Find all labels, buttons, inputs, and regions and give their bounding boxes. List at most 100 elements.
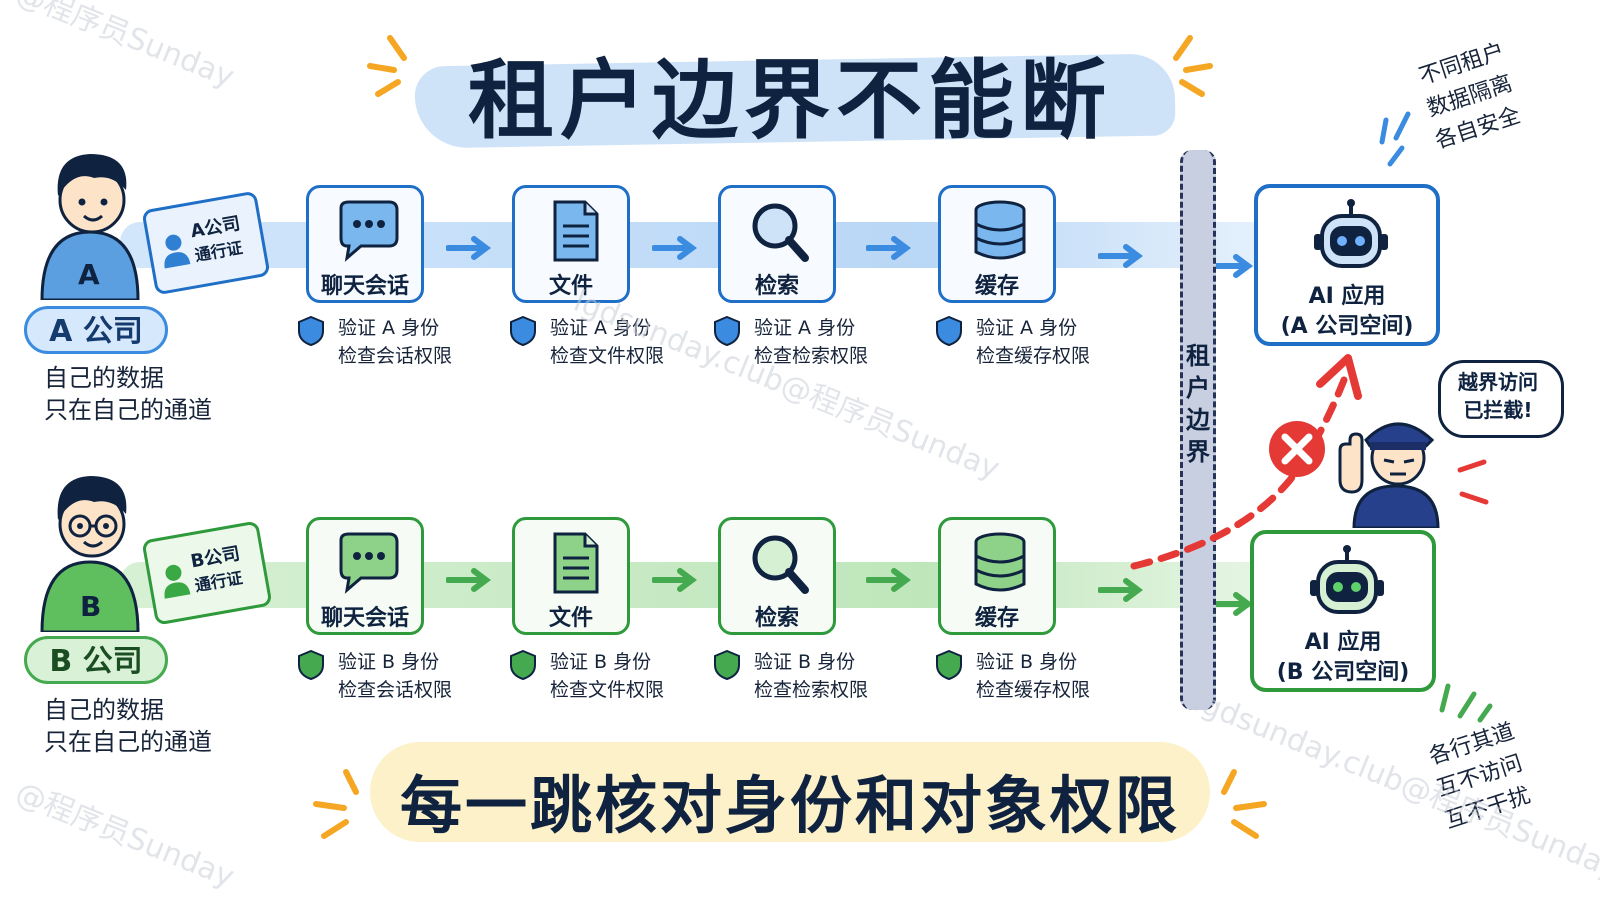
company-tag-b: B 公司 (24, 636, 168, 684)
node-a-search-label: 检索 (754, 274, 799, 299)
person-a-avatar (40, 154, 140, 300)
check-b-1-line1: 验证 B 身份 (338, 651, 440, 673)
flow-arrow-a (446, 236, 491, 260)
check-b-1-line2: 检查会话权限 (338, 679, 453, 701)
flow-arrow-b (652, 568, 697, 592)
flow-arrow-b (1098, 578, 1143, 602)
node-b-file: 文件 (512, 517, 630, 635)
pass-badge-b: B公司 通行证 (141, 520, 273, 626)
node-a-file-label: 文件 (548, 274, 593, 299)
spark-icon (367, 35, 407, 97)
shield-icon (714, 316, 740, 346)
node-a-chat: 聊天会话 (306, 185, 424, 303)
check-a-1-line2: 检查会话权限 (338, 345, 453, 367)
search-icon (752, 535, 809, 594)
page-title: 租户边界不能断 (468, 51, 1112, 151)
ai-app-a: AI 应用 (A 公司空间) (1254, 184, 1440, 346)
company-tag-a: A 公司 (24, 306, 168, 354)
robot-icon (1310, 545, 1384, 614)
check-a-3-line1: 验证 A 身份 (754, 317, 856, 339)
bottom-banner: 每一跳核对身份和对象权限 (399, 769, 1180, 842)
ai-app-a-line2: (A 公司空间) (1280, 314, 1414, 339)
spark-icon (1439, 683, 1493, 723)
shield-icon (510, 650, 536, 680)
ai-app-a-line1: AI 应用 (1308, 284, 1386, 309)
check-b-3-line2: 检查检索权限 (754, 679, 869, 701)
database-icon (974, 532, 1026, 592)
node-a-cache-label: 缓存 (974, 274, 1019, 299)
lane-a-note-line1: 自己的数据 (44, 364, 164, 392)
node-a-search: 检索 (718, 185, 836, 303)
shield-icon (298, 650, 324, 680)
flow-arrow-b (866, 568, 911, 592)
robot-icon (1314, 199, 1388, 268)
shirt-letter-b: B (80, 590, 102, 623)
speech-line1: 越界访问 (1458, 370, 1538, 394)
tenant-boundary-label: 租户边界 (1186, 342, 1210, 466)
check-a-2-line1: 验证 A 身份 (550, 317, 652, 339)
flow-arrow-b (446, 568, 491, 592)
check-a-1-line1: 验证 A 身份 (338, 317, 440, 339)
search-icon (752, 203, 809, 262)
lane-b-note-line1: 自己的数据 (44, 696, 164, 724)
check-a-4-line1: 验证 A 身份 (976, 317, 1078, 339)
spark-icon (1221, 769, 1267, 839)
watermark: lgdsunday.club@程序员Sunday (568, 283, 1005, 487)
check-b-4-line2: 检查缓存权限 (976, 679, 1091, 701)
spark-icon (313, 769, 359, 839)
flow-arrow-b (1208, 592, 1253, 616)
node-a-chat-label: 聊天会话 (320, 274, 409, 299)
user-icon (164, 234, 191, 269)
lane-a-note-line2: 只在自己的通道 (44, 396, 212, 424)
check-b-4-line1: 验证 B 身份 (976, 651, 1078, 673)
tenant-boundary (1180, 150, 1216, 710)
node-b-chat: 聊天会话 (306, 517, 424, 635)
node-a-cache: 缓存 (938, 185, 1056, 303)
user-icon (164, 564, 191, 599)
flow-arrow-a (1098, 244, 1143, 268)
ai-app-b-line1: AI 应用 (1304, 630, 1382, 655)
node-b-search: 检索 (718, 517, 836, 635)
lane-b-note-line2: 只在自己的通道 (44, 728, 212, 756)
shirt-letter-a: A (78, 258, 100, 291)
blocked-access-path (1130, 354, 1362, 570)
shield-icon (510, 316, 536, 346)
node-b-cache-label: 缓存 (974, 606, 1019, 631)
person-b-avatar (40, 476, 140, 632)
node-a-file: 文件 (512, 185, 630, 303)
shield-icon (936, 316, 962, 346)
spark-icon (1379, 111, 1411, 167)
flow-arrow-a (652, 236, 697, 260)
node-b-search-label: 检索 (754, 606, 799, 631)
watermark: @程序员Sunday (10, 775, 240, 895)
shield-icon (936, 650, 962, 680)
flow-arrow-a (866, 236, 911, 260)
pass-badge-a: A公司 通行证 (141, 190, 271, 296)
file-icon (553, 200, 599, 262)
alert-spark-icon (1457, 459, 1489, 505)
file-icon (553, 532, 599, 594)
shield-icon (714, 650, 740, 680)
node-b-chat-label: 聊天会话 (320, 606, 409, 631)
check-a-3-line2: 检查检索权限 (754, 345, 869, 367)
check-a-2-line2: 检查文件权限 (550, 345, 665, 367)
check-b-2-line1: 验证 B 身份 (550, 651, 652, 673)
spark-icon (1173, 35, 1213, 97)
ai-app-b: AI 应用 (B 公司空间) (1250, 530, 1436, 692)
node-b-cache: 缓存 (938, 517, 1056, 635)
check-b-2-line2: 检查文件权限 (550, 679, 665, 701)
speech-line2: 已拦截! (1463, 398, 1533, 422)
database-icon (974, 200, 1026, 260)
chat-icon (339, 200, 399, 262)
watermark: @程序员Sunday (10, 0, 240, 95)
flow-arrow-a (1208, 254, 1253, 278)
node-b-file-label: 文件 (548, 606, 593, 631)
blocked-x-icon (1269, 421, 1325, 477)
shield-icon (298, 316, 324, 346)
security-guard-icon (1338, 422, 1440, 528)
chat-icon (339, 532, 399, 594)
blocked-speech-bubble (1438, 360, 1564, 438)
bottom-highlight (370, 742, 1210, 842)
ai-app-b-line2: (B 公司空间) (1276, 660, 1410, 685)
check-a-4-line2: 检查缓存权限 (976, 345, 1091, 367)
